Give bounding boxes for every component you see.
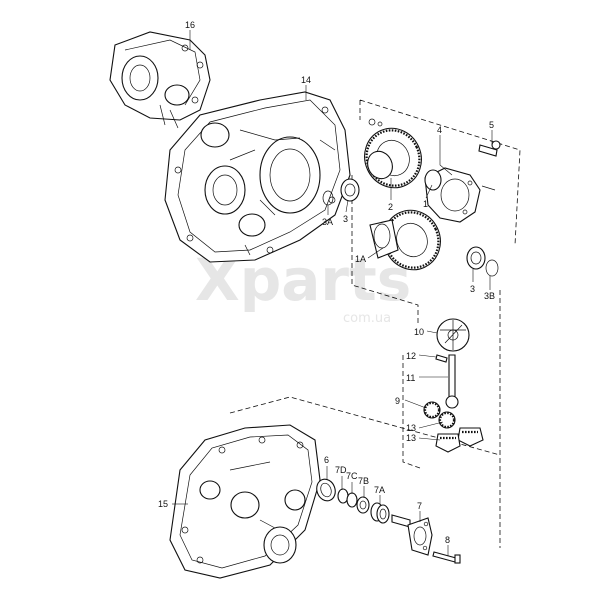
part-9-spider-gear-set	[423, 395, 484, 453]
callout-7c: 7C	[346, 471, 358, 481]
callout-3-left: 3	[343, 214, 348, 224]
callout-3a: 3A	[322, 217, 333, 227]
callout-7a: 7A	[374, 485, 385, 495]
callout-3b: 3B	[484, 291, 495, 301]
callout-11: 11	[406, 373, 415, 383]
callout-7d: 7D	[335, 465, 347, 475]
part-6-seal	[316, 478, 336, 502]
callout-15: 15	[158, 499, 168, 509]
callout-2: 2	[388, 202, 393, 212]
callout-13-lower: 13	[406, 433, 416, 443]
callout-7b: 7B	[358, 476, 369, 486]
part-7-flange-shaft	[391, 514, 433, 556]
callout-10: 10	[414, 327, 424, 337]
leader-lines	[172, 30, 493, 556]
callout-13-upper: 13	[406, 423, 416, 433]
callout-12: 12	[406, 351, 416, 361]
part-10-differential-cage	[436, 318, 470, 352]
callout-labels: 16 14 4 5 2 1 3A 3 1A 3 3B 10 12 11 9 13…	[158, 20, 495, 545]
part-14-main-housing	[164, 91, 351, 263]
callout-6: 6	[324, 455, 329, 465]
part-1a-ring-gear-assembly	[369, 209, 441, 271]
callout-1: 1	[423, 199, 428, 209]
part-11-spider-shaft	[448, 354, 456, 399]
callout-14: 14	[301, 75, 311, 85]
part-12-pin	[435, 354, 448, 363]
part-3-left-seal	[340, 178, 360, 202]
part-7a-ring-pack	[370, 502, 390, 524]
part-3-right-seal	[466, 246, 486, 270]
part-7b-ring	[356, 496, 370, 514]
part-2-ring-gear	[364, 118, 422, 189]
part-3b-circlip	[485, 259, 499, 277]
part-16-adapter-housing	[109, 31, 211, 129]
watermark-domain: com.ua	[343, 311, 391, 326]
part-8-bolt	[432, 551, 461, 564]
part-7c-ring	[346, 492, 358, 508]
callout-9: 9	[395, 396, 400, 406]
callout-8: 8	[445, 535, 450, 545]
callout-7: 7	[417, 501, 422, 511]
part-15-lower-housing	[169, 424, 321, 579]
callout-16: 16	[185, 20, 195, 30]
callout-5: 5	[489, 120, 494, 130]
assembly-outline	[229, 99, 521, 548]
part-1-differential-housing	[424, 167, 481, 223]
callout-3-right: 3	[470, 284, 475, 294]
callout-1a: 1A	[355, 254, 366, 264]
callout-4: 4	[437, 125, 442, 135]
part-5-bolt	[478, 140, 501, 191]
